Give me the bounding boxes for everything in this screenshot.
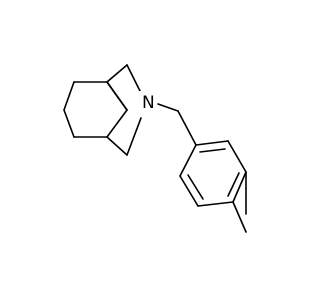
bond-ring-f [179, 144, 197, 177]
bond-c3-c4 [63, 81, 75, 111]
bond-ch2top-c1 [106, 64, 128, 83]
bond-c6-ch2a [106, 81, 128, 111]
bond-n-benzylic [157, 103, 179, 112]
nitrogen-atom-label: N [142, 93, 155, 113]
bond-ring-a [195, 140, 229, 146]
bond-ring-inner-2 [227, 172, 240, 197]
molecule-structure: N [63, 64, 247, 233]
bond-ring-inner-1 [199, 148, 226, 153]
bond-ring-c [232, 171, 247, 203]
bond-methyl-visible [232, 201, 247, 233]
bond-c4-c5 [63, 109, 75, 138]
bond-ch2top-n [126, 64, 142, 94]
bond-ring-d [197, 201, 234, 207]
bond-ring-e [179, 175, 199, 207]
bond-ch2bottom-n [126, 117, 142, 156]
molecule-canvas: N [63, 64, 247, 233]
bond-ring-b [227, 140, 247, 173]
bond-c6-c2 [106, 109, 128, 138]
nitrogen-label-background [139, 91, 157, 111]
bond-benzylic-ring [177, 110, 197, 146]
bond-ring-inner-3 [187, 174, 204, 200]
bond-ch2bottom-c6 [106, 136, 128, 156]
